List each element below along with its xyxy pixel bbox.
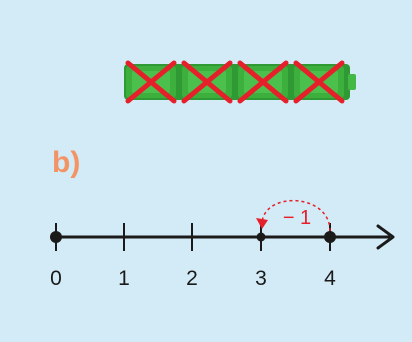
cube-2 — [182, 63, 232, 101]
jump-label: − 1 — [283, 207, 311, 229]
tick-label-0: 0 — [50, 267, 62, 290]
cube-1 — [126, 63, 176, 101]
tick-label-2: 2 — [186, 267, 198, 290]
point-0 — [50, 231, 62, 243]
tick-label-3: 3 — [255, 267, 267, 290]
cube-train — [124, 60, 356, 104]
part-label: b) — [52, 146, 80, 180]
cube-4 — [294, 63, 344, 101]
point-3 — [257, 233, 266, 242]
tick-label-1: 1 — [118, 267, 130, 290]
tick-label-4: 4 — [324, 267, 336, 290]
cube-3 — [238, 63, 288, 101]
point-4 — [324, 231, 336, 243]
number-line: − 1 0 1 2 3 4 — [0, 185, 412, 295]
cube-train-end-peg — [348, 74, 356, 90]
jump-arrow-head — [256, 218, 268, 229]
